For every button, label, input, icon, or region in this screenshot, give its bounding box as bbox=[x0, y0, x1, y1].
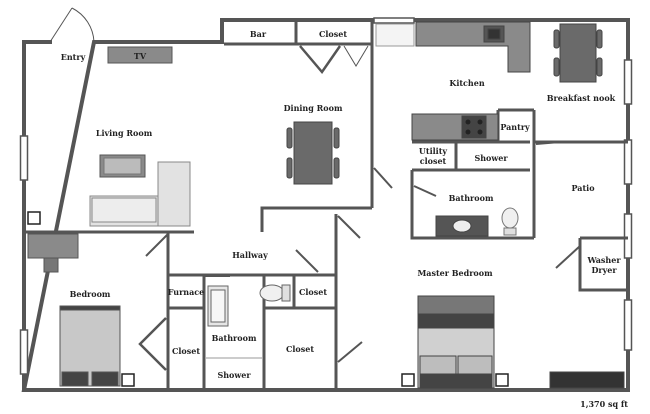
label-breakfast-nook: Breakfast nook bbox=[546, 93, 616, 103]
label-hallway: Hallway bbox=[232, 250, 268, 260]
label-patio: Patio bbox=[571, 183, 595, 193]
label-closet-top: Closet bbox=[318, 29, 348, 39]
windows bbox=[19, 17, 633, 375]
living-furniture bbox=[27, 46, 191, 227]
label-closet-mid: Closet bbox=[285, 344, 315, 354]
label-master-bedroom: Master Bedroom bbox=[417, 268, 493, 278]
label-furnace: Furnace bbox=[167, 287, 205, 297]
label-shower-upper: Shower bbox=[474, 153, 508, 163]
label-closet-hall: Closet bbox=[298, 287, 328, 297]
label-bedroom: Bedroom bbox=[69, 289, 111, 299]
label-bathroom-upper: Bathroom bbox=[448, 193, 494, 203]
lower-bath-fixtures bbox=[206, 284, 291, 359]
label-utility-closet: Utility closet bbox=[418, 146, 448, 166]
area-total: 1,370 sq ft bbox=[580, 399, 628, 409]
label-pantry: Pantry bbox=[500, 122, 530, 132]
bedroom-furniture bbox=[27, 233, 135, 387]
label-entry: Entry bbox=[60, 52, 86, 62]
label-shower-lower: Shower bbox=[217, 370, 251, 380]
doors bbox=[49, 7, 581, 371]
label-washer-dryer: Washer Dryer bbox=[587, 255, 621, 275]
label-bar: Bar bbox=[249, 29, 267, 39]
label-bathroom-lower: Bathroom bbox=[211, 333, 257, 343]
label-closet-left: Closet bbox=[171, 346, 201, 356]
upper-bath-fixtures bbox=[435, 207, 519, 237]
breakfast-table bbox=[553, 23, 603, 83]
label-living-room: Living Room bbox=[95, 128, 153, 138]
label-tv: TV bbox=[133, 51, 147, 61]
dining-table bbox=[286, 121, 340, 185]
label-dining-room: Dining Room bbox=[283, 103, 343, 113]
kitchen-fixtures bbox=[375, 21, 531, 141]
master-furniture bbox=[401, 295, 625, 389]
label-kitchen: Kitchen bbox=[449, 78, 485, 88]
